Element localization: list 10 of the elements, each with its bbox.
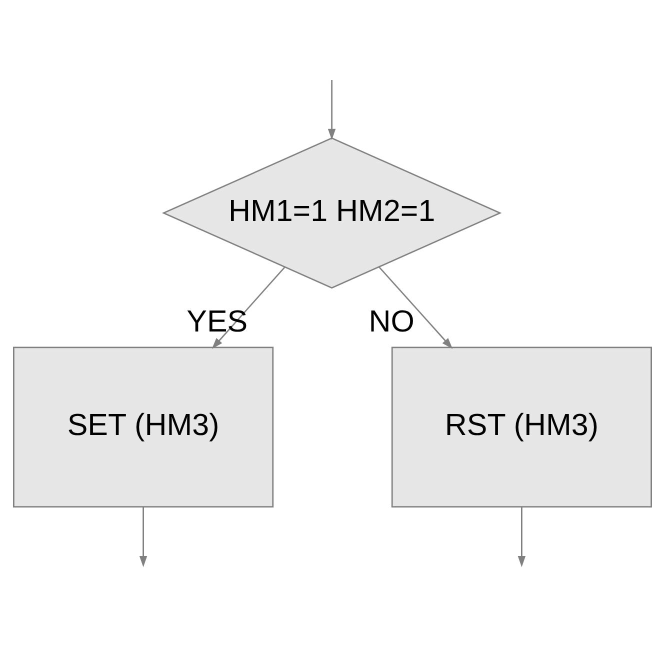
node-box: RST (HM3) [391, 346, 652, 508]
node-box: SET (HM3) [13, 346, 274, 508]
arrow [518, 507, 526, 568]
edge-label: YES [186, 304, 248, 339]
arrow [328, 80, 336, 140]
node-diamond: HM1=1 HM2=1 [162, 137, 502, 289]
arrow [139, 507, 148, 568]
edge-label: NO [368, 304, 415, 339]
arrow [212, 266, 286, 349]
arrow [378, 266, 453, 349]
